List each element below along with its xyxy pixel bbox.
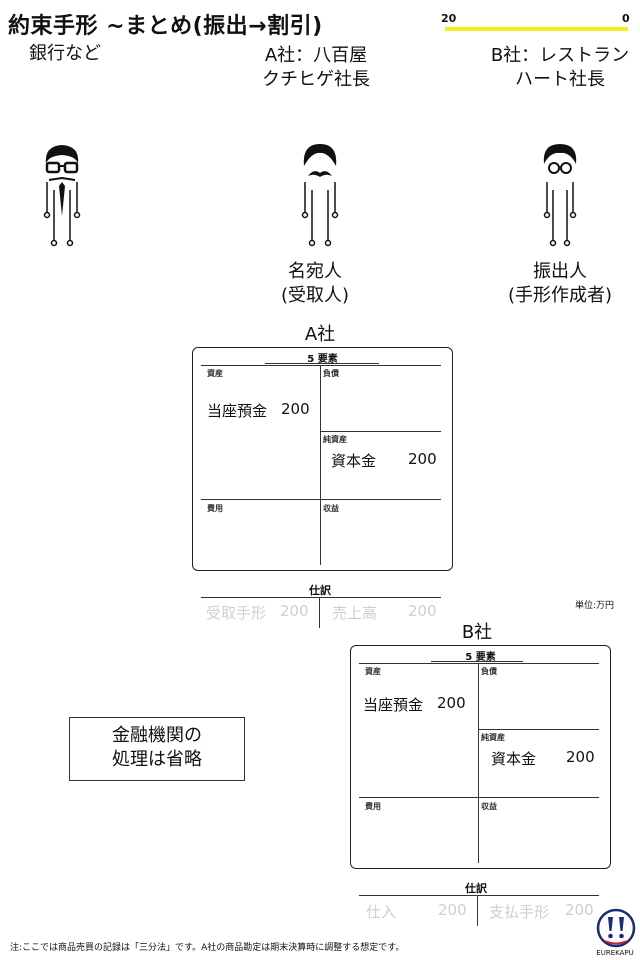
footnote: 注:ここでは商品売買の記録は「三分法」です。A社の商品勘定は期末決算時に調整する… — [10, 943, 405, 953]
company-a-journal-divider — [319, 597, 320, 628]
company-b-debit-value: 200 — [438, 901, 467, 919]
payee-role-detail: (受取人) — [280, 285, 350, 306]
president-b-figure-icon — [543, 144, 577, 247]
asset-value: 200 — [437, 694, 466, 712]
company-b-title: B社 — [461, 622, 493, 643]
bank-label: 銀行など — [29, 43, 101, 64]
five-elements-header: 5 要素 — [465, 652, 496, 663]
banker-figure-icon — [43, 145, 81, 247]
liabilities-divider — [478, 729, 599, 730]
note-line-1: 金融機関の — [112, 725, 202, 746]
liabilities-label: 負債 — [323, 369, 339, 378]
company-b-name: B社：レストラン — [490, 45, 630, 66]
company-a-journal-title: 仕訳 — [309, 584, 331, 597]
page-title: 約束手形 ~まとめ(振出→割引) — [8, 14, 323, 39]
drawer-role: 振出人 — [533, 261, 587, 282]
capital-value: 200 — [408, 450, 437, 468]
company-b-president: ハート社長 — [515, 69, 605, 90]
company-b-journal-rule — [359, 895, 599, 896]
capital-value: 200 — [566, 748, 595, 766]
company-b-journal-title: 仕訳 — [465, 882, 487, 895]
company-a-debit-value: 200 — [280, 602, 309, 620]
capital-item: 資本金 — [491, 750, 537, 768]
progress-bar-fill — [445, 27, 628, 31]
company-a-credit-value: 200 — [408, 602, 437, 620]
top-divider — [359, 663, 599, 664]
net-assets-label: 純資産 — [481, 733, 505, 742]
company-a-credit-item: 売上高 — [332, 604, 378, 622]
liabilities-label: 負債 — [481, 667, 497, 676]
note-line-2: 処理は省略 — [112, 749, 202, 770]
liabilities-divider — [320, 431, 441, 432]
company-a-name: A社：八百屋 — [264, 45, 368, 66]
header-underline — [431, 661, 523, 662]
revenue-label: 収益 — [481, 802, 497, 811]
company-a-title: A社 — [304, 324, 336, 345]
header-underline — [265, 363, 379, 364]
company-a-debit-item: 受取手形 — [206, 604, 267, 622]
unit-label: 単位:万円 — [575, 601, 615, 611]
financial-institution-note: 金融機関の 処理は省略 — [69, 717, 245, 781]
progress-right-label: 0 — [622, 12, 630, 25]
asset-item: 当座預金 — [207, 402, 268, 420]
company-b-five-elements-box: 5 要素 資産 負債 純資産 費用 収益 当座預金 200 資本金 200 — [350, 645, 611, 869]
assets-label: 資産 — [365, 667, 381, 676]
expense-divider — [359, 797, 599, 798]
president-a-figure-icon — [301, 144, 339, 247]
revenue-label: 収益 — [323, 504, 339, 513]
asset-value: 200 — [281, 400, 310, 418]
drawer-role-detail: (手形作成者) — [507, 285, 613, 306]
center-divider — [478, 663, 479, 863]
company-b-journal-divider — [477, 895, 478, 926]
expense-divider — [201, 499, 441, 500]
eurekapu-logo-text: EUREKAPU — [596, 949, 634, 957]
assets-label: 資産 — [207, 369, 223, 378]
expenses-label: 費用 — [207, 504, 223, 513]
company-b-credit-value: 200 — [565, 901, 594, 919]
company-a-journal-rule — [201, 597, 441, 598]
asset-item: 当座預金 — [363, 696, 424, 714]
payee-role: 名宛人 — [288, 261, 342, 282]
company-b-credit-item: 支払手形 — [489, 903, 550, 921]
center-divider — [320, 365, 321, 565]
five-elements-header: 5 要素 — [307, 354, 338, 365]
progress-bar — [445, 27, 628, 31]
expenses-label: 費用 — [365, 802, 381, 811]
company-b-debit-item: 仕入 — [366, 903, 397, 921]
progress-left-label: 20 — [441, 12, 457, 25]
capital-item: 資本金 — [331, 452, 377, 470]
company-a-five-elements-box: 5 要素 資産 負債 純資産 費用 収益 当座預金 200 資本金 200 — [192, 347, 453, 571]
net-assets-label: 純資産 — [323, 435, 347, 444]
company-a-president: クチヒゲ社長 — [262, 69, 370, 90]
top-divider — [201, 365, 441, 366]
eurekapu-logo-icon — [596, 908, 636, 948]
